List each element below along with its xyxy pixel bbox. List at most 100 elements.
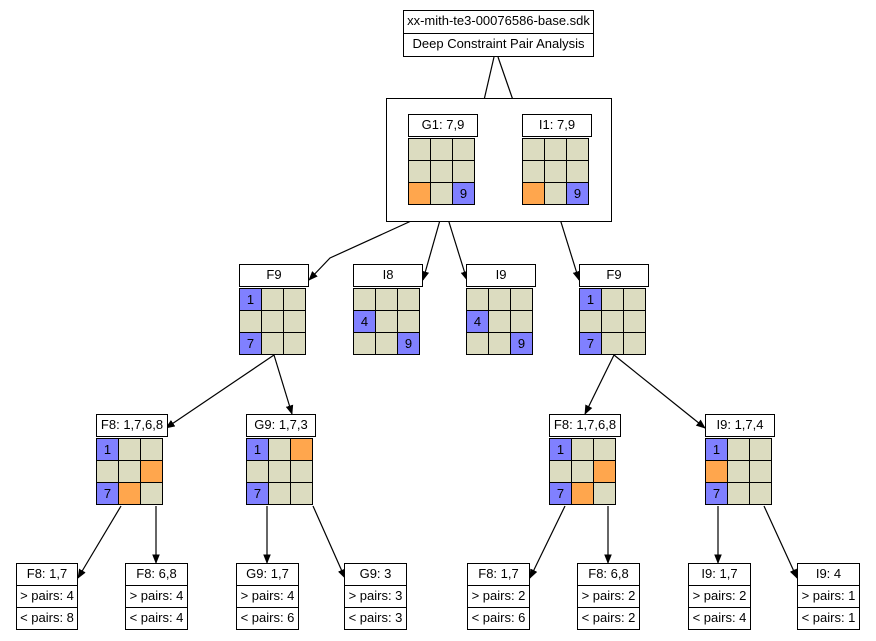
node-i9b-label: I9: 1,7,4 [705,414,775,437]
node-g1-cell [452,138,475,161]
node-f8b-cell [549,460,572,483]
leaf-l3-lt: < pairs: 6 [236,607,299,630]
node-i9b-cell [749,482,772,505]
node-f9a-cell [239,310,262,333]
leaf-l8-lt: < pairs: 1 [797,607,860,630]
leaf-l5-lt: < pairs: 6 [467,607,530,630]
node-i9-label: I9 [466,264,536,287]
node-g1-cell [408,182,431,205]
node-i9-cell [510,310,533,333]
node-f9b-cell [623,288,646,311]
node-i8-cell [353,332,376,355]
node-f9a-cell [261,310,284,333]
edge-f8b-l5 [529,505,566,579]
node-g1-cell [408,160,431,183]
node-f9a-cell: 1 [239,288,262,311]
node-i9-cell: 9 [510,332,533,355]
node-f9b-cell: 1 [579,288,602,311]
node-i8-cell [353,288,376,311]
node-f9a-cell [283,332,306,355]
node-i9-cell [488,332,511,355]
node-i8-cell: 9 [397,332,420,355]
node-f9a-cell: 7 [239,332,262,355]
node-f8b-cell [571,438,594,461]
node-f8a-cell [118,460,141,483]
edge-f9a-g9 [273,354,294,415]
node-f8a-cell [140,438,163,461]
node-f8b-cell [593,438,616,461]
node-i9b-cell [749,438,772,461]
node-f8b-cell [571,482,594,505]
leaf-l3-label: G9: 1,7 [236,563,299,586]
node-g9-cell [290,438,313,461]
node-f8b-label: F8: 1,7,6,8 [549,414,621,437]
node-i1-cell [566,160,589,183]
node-i9b-cell [705,460,728,483]
leaf-l8-label: I9: 4 [797,563,860,586]
node-i1-cell [522,182,545,205]
leaf-l4-lt: < pairs: 3 [344,607,407,630]
node-i9b-cell [727,438,750,461]
node-f8a-cell: 1 [96,438,119,461]
node-i8-cell [375,288,398,311]
node-i8-cell [375,310,398,333]
node-i1-cell [544,138,567,161]
leaf-l7-lt: < pairs: 4 [688,607,751,630]
leaf-l1-gt: > pairs: 4 [16,585,78,608]
node-f9b-cell [623,310,646,333]
leaf-l5-gt: > pairs: 2 [467,585,530,608]
node-i8-cell: 4 [353,310,376,333]
node-g9-cell [268,482,291,505]
title-filename: xx-mith-te3-00076586-base.sdk [403,10,594,34]
node-i8-label: I8 [353,264,423,287]
node-f9b-cell [623,332,646,355]
leaf-l6-label: F8: 6,8 [577,563,640,586]
node-f9a-cell [283,288,306,311]
node-g9-cell [290,460,313,483]
node-i1-label: I1: 7,9 [522,114,592,137]
node-i9b-cell [727,460,750,483]
node-f8a-cell: 7 [96,482,119,505]
node-g1-cell [408,138,431,161]
leaf-l2-lt: < pairs: 4 [125,607,188,630]
leaf-l2-gt: > pairs: 4 [125,585,188,608]
leaf-l1-lt: < pairs: 8 [16,607,78,630]
leaf-l1-label: F8: 1,7 [16,563,78,586]
node-g9-cell: 7 [246,482,269,505]
leaf-l7-gt: > pairs: 2 [688,585,751,608]
node-i1-cell [544,182,567,205]
leaf-l8-gt: > pairs: 1 [797,585,860,608]
node-f8b-cell [593,482,616,505]
node-f8a-cell [140,482,163,505]
node-g1-cell [430,138,453,161]
node-i9b-cell [727,482,750,505]
leaf-l4-label: G9: 3 [344,563,407,586]
node-f9a-cell [283,310,306,333]
leaf-l4-gt: > pairs: 3 [344,585,407,608]
node-g9-cell [268,438,291,461]
node-f8b-cell: 1 [549,438,572,461]
leaf-l5-label: F8: 1,7 [467,563,530,586]
edge-f9b-i9b [613,354,706,429]
node-f9b-cell [601,332,624,355]
node-i1-cell [544,160,567,183]
node-g9-cell: 1 [246,438,269,461]
node-i1-cell [522,138,545,161]
node-f9a-cell [261,332,284,355]
node-f8a-cell [118,438,141,461]
node-f9b-cell [579,310,602,333]
node-f8a-cell [96,460,119,483]
edge-f9b-f8b [584,354,615,415]
node-f9b-label: F9 [579,264,649,287]
node-i9b-cell: 7 [705,482,728,505]
node-f8a-cell [118,482,141,505]
node-f9a-label: F9 [239,264,309,287]
leaf-l6-gt: > pairs: 2 [577,585,640,608]
node-g1-cell [452,160,475,183]
node-g9-cell [268,460,291,483]
leaf-l7-label: I9: 1,7 [688,563,751,586]
node-i8-cell [375,332,398,355]
edge-i9b-l8 [763,505,798,579]
node-f8a-label: F8: 1,7,6,8 [96,414,168,437]
